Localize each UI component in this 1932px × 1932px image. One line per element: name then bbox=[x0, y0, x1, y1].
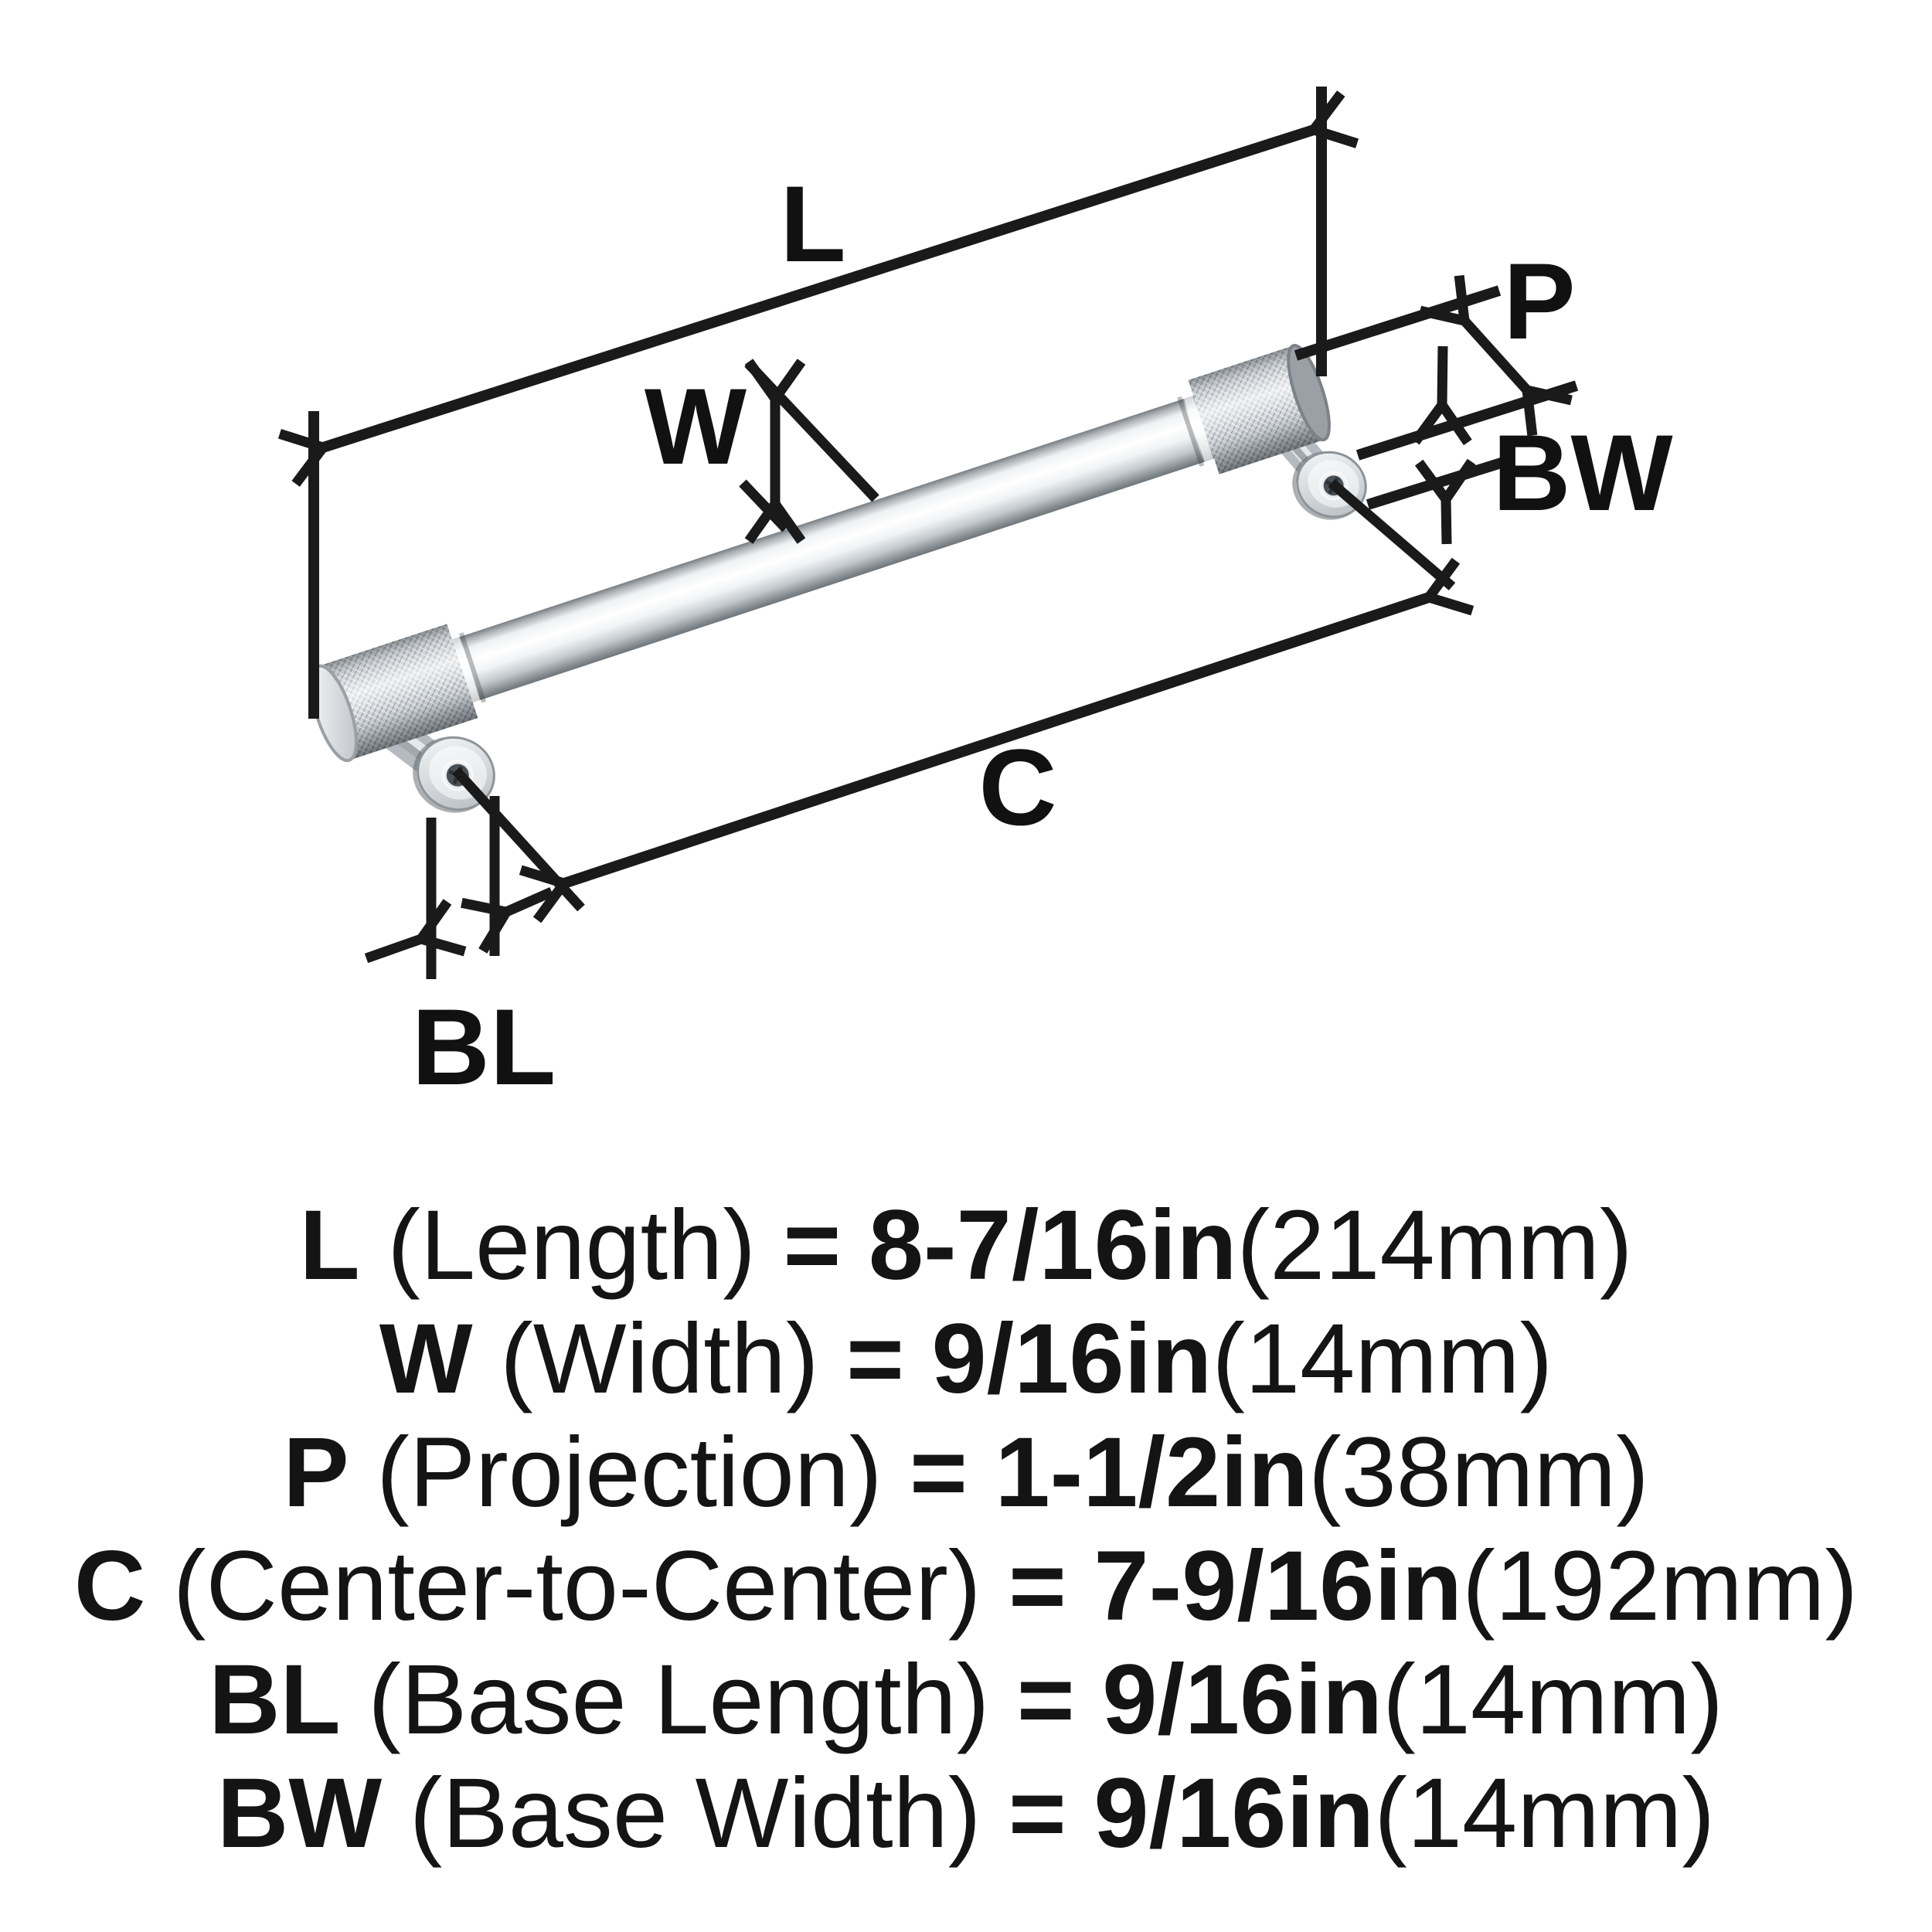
legend-desc: (Base Width) bbox=[409, 1758, 981, 1869]
legend-value-in: 9/16in bbox=[1094, 1758, 1375, 1869]
legend-equals: = bbox=[1016, 1645, 1075, 1755]
dimension-line-P bbox=[1419, 274, 1573, 437]
legend-value-in: 7-9/16in bbox=[1094, 1531, 1463, 1641]
handle-illustration bbox=[310, 344, 1367, 813]
legend-value-mm: (14mm) bbox=[1212, 1304, 1553, 1414]
label-P: P bbox=[1503, 240, 1575, 362]
label-BL: BL bbox=[412, 986, 556, 1107]
legend-value-in: 1-1/2in bbox=[995, 1417, 1308, 1528]
legend-value-mm: (192mm) bbox=[1462, 1531, 1859, 1641]
legend-row-width: W (Width) = 9/16in(14mm) bbox=[0, 1302, 1932, 1416]
legend-key: BW bbox=[216, 1758, 383, 1869]
extension-line bbox=[452, 767, 585, 912]
pointer-arrow bbox=[461, 887, 554, 954]
legend-key: C bbox=[73, 1531, 146, 1641]
legend-row-length: L (Length) = 8-7/16in(214mm) bbox=[0, 1189, 1932, 1302]
dimension-W bbox=[739, 359, 879, 544]
dimension-line-C bbox=[519, 557, 1475, 923]
legend-equals: = bbox=[1009, 1531, 1066, 1641]
extension-line bbox=[1355, 380, 1579, 461]
legend-row-center-to-center: C (Center-to-Center) = 7-9/16in(192mm) bbox=[0, 1529, 1932, 1643]
dimension-line-L bbox=[277, 90, 1359, 487]
extension-line bbox=[744, 359, 879, 502]
legend-key: L bbox=[299, 1190, 360, 1301]
legend-key: BL bbox=[209, 1645, 341, 1755]
label-W: W bbox=[645, 366, 747, 487]
dimension-P bbox=[1294, 274, 1573, 446]
legend-value-mm: (214mm) bbox=[1236, 1190, 1633, 1301]
legend-desc: (Width) bbox=[500, 1304, 819, 1414]
legend-row-base-width: BW (Base Width) = 9/16in(14mm) bbox=[0, 1757, 1932, 1870]
legend-value-in: 9/16in bbox=[931, 1304, 1213, 1414]
legend-value-mm: (14mm) bbox=[1383, 1645, 1723, 1755]
handle-bar bbox=[448, 395, 1215, 704]
legend-equals: = bbox=[846, 1304, 904, 1414]
legend-desc: (Base Length) bbox=[368, 1645, 990, 1755]
legend-desc: (Length) bbox=[387, 1190, 756, 1301]
legend-equals: = bbox=[783, 1190, 842, 1301]
measurement-legend: L (Length) = 8-7/16in(214mm) W (Width) =… bbox=[0, 1189, 1932, 1870]
dimension-BW bbox=[1355, 380, 1579, 545]
legend-desc: (Projection) bbox=[376, 1417, 883, 1528]
label-C: C bbox=[978, 726, 1056, 848]
legend-row-base-length: BL (Base Length) = 9/16in(14mm) bbox=[0, 1643, 1932, 1757]
legend-value-mm: (38mm) bbox=[1308, 1417, 1649, 1528]
legend-desc: (Center-to-Center) bbox=[172, 1531, 981, 1641]
legend-value-mm: (14mm) bbox=[1374, 1758, 1716, 1869]
label-L: L bbox=[780, 163, 846, 284]
pointer-arrow bbox=[1411, 345, 1472, 446]
dimension-BL bbox=[364, 796, 554, 979]
label-BW: BW bbox=[1492, 412, 1672, 533]
dimension-L bbox=[277, 87, 1359, 719]
legend-row-projection: P (Projection) = 1-1/2in(38mm) bbox=[0, 1416, 1932, 1529]
left-end-cap bbox=[310, 624, 478, 763]
legend-equals: = bbox=[1009, 1758, 1066, 1869]
pointer-arrow bbox=[1414, 458, 1476, 545]
legend-value-in: 8-7/16in bbox=[868, 1190, 1237, 1301]
dimension-C bbox=[452, 479, 1475, 923]
legend-equals: = bbox=[910, 1417, 968, 1528]
pointer-arrow bbox=[364, 899, 467, 964]
legend-key: W bbox=[379, 1304, 473, 1414]
legend-key: P bbox=[283, 1417, 349, 1528]
extension-line bbox=[1366, 455, 1511, 510]
legend-value-in: 9/16in bbox=[1102, 1645, 1383, 1755]
